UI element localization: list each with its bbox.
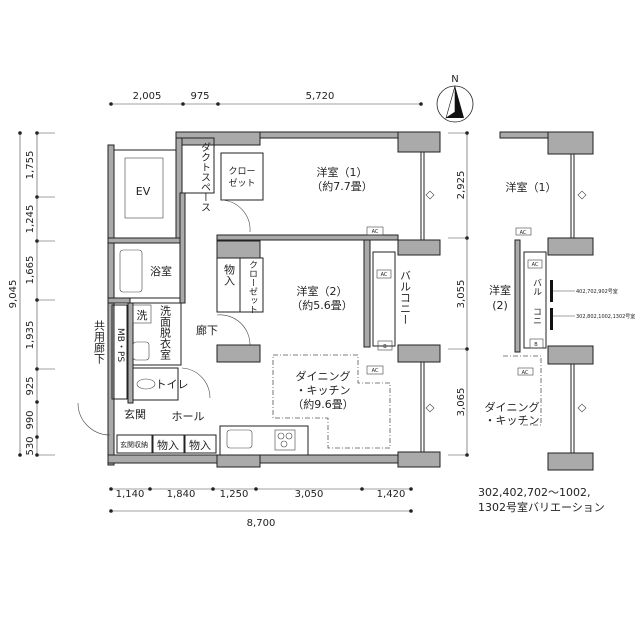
- closet-2: [239, 257, 264, 313]
- left-dim-4: 1,935: [25, 321, 36, 350]
- dining-label-3: （約9.6畳）: [292, 397, 354, 411]
- western-room-2-size: （約5.6畳）: [291, 298, 353, 312]
- mb-ps-label: MB・PS: [115, 328, 125, 362]
- ev-label: EV: [136, 185, 151, 198]
- closet-2-label: クローゼット: [247, 260, 258, 314]
- western-room-1-label: 洋室（1）: [317, 165, 368, 179]
- balcony-label: バルコニー: [399, 270, 412, 325]
- right-dimension-line: 2,925 3,055 3,065: [448, 131, 469, 457]
- dining-area-outline: [272, 354, 391, 449]
- hall-label: ホール: [172, 410, 205, 423]
- left-dim-total: 9,045: [8, 280, 19, 309]
- variation-dining-label-2: ・キッチン: [485, 414, 540, 427]
- variation-western-2-number: (2): [492, 299, 508, 312]
- bottom-dim-total: 8,700: [247, 518, 276, 529]
- washer-label: 洗: [137, 309, 148, 322]
- svg-text:AC: AC: [532, 262, 539, 268]
- left-dim-3: 1,665: [25, 256, 36, 285]
- entrance-storage: [116, 434, 153, 454]
- toilet-label: トイレ: [156, 378, 189, 391]
- bathroom-label: 浴室: [150, 264, 172, 278]
- top-dim-1: 2,005: [133, 91, 162, 102]
- storage-2-label: 物入: [157, 438, 179, 452]
- left-dim-5: 925: [25, 376, 36, 395]
- entrance-storage-label: 玄関収納: [120, 440, 148, 449]
- dining-label-1: ダイニング: [296, 369, 351, 383]
- ac-unit-1: AC: [366, 226, 384, 236]
- left-dimension-line: 9,045 1,755 1,245 1,665 1,935 925 990 53…: [8, 131, 55, 457]
- storage-3: [184, 434, 217, 454]
- western-room-2-label: 洋室（2）: [297, 284, 348, 298]
- bottom-dim-2: 1,840: [167, 489, 196, 500]
- bottom-dimension-line: 1,140 1,840 1,250 3,050 1,420 8,700: [109, 487, 413, 529]
- svg-text:B: B: [383, 344, 387, 350]
- sink: [226, 429, 253, 449]
- variation-plan: AC B AC AC: [499, 131, 594, 471]
- top-dim-3: 5,720: [306, 91, 335, 102]
- left-dim-7: 530: [25, 436, 36, 455]
- variation-balcony-label-a: バル: [531, 278, 542, 296]
- storage-2: [152, 434, 185, 454]
- svg-text:AC: AC: [372, 368, 379, 374]
- variation-caption-line1: 302,402,702～1002,: [478, 486, 590, 499]
- western-room-1-size: （約7.7畳）: [311, 179, 373, 193]
- svg-text:AC: AC: [381, 272, 388, 278]
- variation-western-1-label: 洋室（1）: [506, 180, 557, 194]
- bathroom: [113, 242, 181, 299]
- top-dim-2: 975: [190, 91, 209, 102]
- storage-1-label: 物入: [223, 263, 236, 286]
- ac-unit-2: AC: [366, 365, 384, 375]
- main-plan-walls: [107, 131, 441, 468]
- duct-space: [181, 137, 215, 194]
- bottom-dim-1: 1,140: [116, 489, 145, 500]
- mb-ps: [111, 304, 128, 400]
- dressing-room-label: 洗面脱衣室: [159, 305, 172, 360]
- right-dim-1: 2,925: [456, 171, 467, 200]
- svg-text:B: B: [534, 342, 538, 348]
- common-corridor-label: 共用廊下: [93, 320, 106, 365]
- right-dim-2: 3,055: [456, 280, 467, 309]
- entrance-label: 玄関: [124, 407, 146, 421]
- storage-3-label: 物入: [189, 438, 211, 452]
- kitchen-counter: [219, 425, 309, 456]
- closet-1-label-line2: ゼット: [228, 177, 255, 189]
- duct-space-label: ダクトスペース: [199, 142, 211, 212]
- balcony-area: AC B: [363, 239, 396, 351]
- left-dim-1: 1,755: [25, 151, 36, 180]
- elevator-shaft: [113, 149, 177, 239]
- closet-1-label-line1: クロー: [228, 166, 255, 177]
- variation-dining-label-1: ダイニング: [485, 400, 540, 414]
- variation-balcony-label-b: コニ: [531, 307, 542, 325]
- stove-icon: [274, 429, 296, 451]
- corridor-label: 廊下: [196, 323, 218, 337]
- closet-1: [220, 152, 264, 201]
- bottom-dim-3: 1,250: [220, 489, 249, 500]
- right-dim-3: 3,065: [456, 388, 467, 417]
- bottom-dim-5: 1,420: [377, 489, 406, 500]
- left-dim-2: 1,245: [25, 205, 36, 234]
- north-arrow-icon: N: [436, 74, 474, 123]
- variation-note-a: 402,702,902号室: [576, 288, 618, 295]
- variation-note-b: 302,802,1002,1302号室: [576, 313, 635, 320]
- variation-western-2-label: 洋室: [489, 283, 511, 297]
- toilet: [132, 367, 179, 401]
- north-label: N: [451, 74, 458, 85]
- bottom-dim-4: 3,050: [295, 489, 324, 500]
- svg-text:AC: AC: [372, 229, 379, 235]
- dressing-room: [132, 302, 182, 366]
- left-dim-6: 990: [25, 410, 36, 429]
- svg-text:AC: AC: [520, 230, 527, 236]
- dining-label-2: ・キッチン: [296, 384, 351, 397]
- svg-text:AC: AC: [522, 370, 529, 376]
- variation-caption-line2: 1302号室バリエーション: [478, 500, 605, 514]
- top-dimension-line: 2,005 975 5,720: [109, 91, 423, 106]
